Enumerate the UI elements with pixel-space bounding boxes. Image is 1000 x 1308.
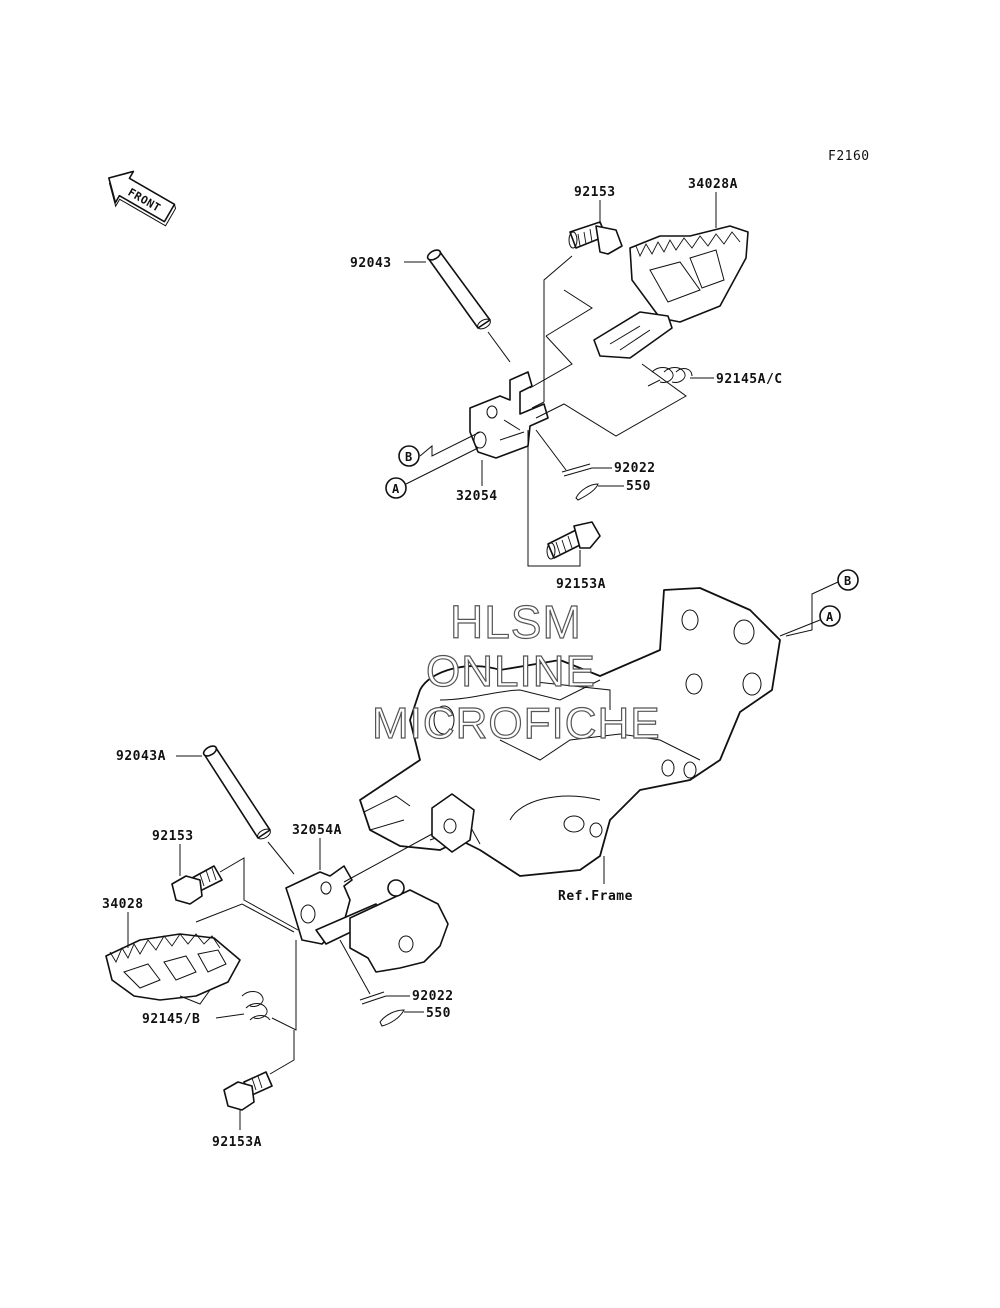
label-washer-lower: 92022 xyxy=(412,989,454,1004)
pin-lower xyxy=(202,745,271,840)
label-frame-reference: Ref.Frame xyxy=(558,889,633,904)
cotter-pin-lower xyxy=(379,1009,405,1027)
watermark-line1: HLSM xyxy=(450,596,582,648)
footpeg-upper xyxy=(593,225,749,359)
label-bolt-upper: 92153 xyxy=(574,185,616,200)
svg-text:A: A xyxy=(392,482,400,496)
callout-a-upper: A xyxy=(385,477,407,499)
front-direction-arrow-icon: FRONT xyxy=(108,170,177,227)
bolt-upper xyxy=(568,221,623,255)
pin-upper xyxy=(426,249,491,330)
callout-b-upper: B xyxy=(398,445,420,467)
label-pin-lower: 92043A xyxy=(116,749,166,764)
label-footpeg-upper: 34028A xyxy=(688,177,738,192)
bracket-plate-lower xyxy=(349,879,449,973)
label-washer-upper: 92022 xyxy=(614,461,656,476)
spring-upper xyxy=(647,367,693,387)
washer-lower xyxy=(359,991,387,1005)
washer-upper xyxy=(561,463,593,477)
label-cotter-pin-upper: 550 xyxy=(626,479,651,494)
svg-text:A: A xyxy=(826,610,834,624)
watermark-line3: MICROFICHE xyxy=(372,699,661,748)
label-footpeg-lower: 34028 xyxy=(102,897,144,912)
label-bracket-lower: 32054A xyxy=(292,823,342,838)
frame xyxy=(359,587,781,877)
label-cotter-pin-lower: 550 xyxy=(426,1006,451,1021)
label-pin-upper: 92043 xyxy=(350,256,392,271)
svg-text:B: B xyxy=(405,450,413,464)
bolt-lower xyxy=(171,865,223,905)
label-bolt-lower: 92153 xyxy=(152,829,194,844)
callout-b-right: B xyxy=(837,569,859,591)
label-lower-bolt-upper: 92153A xyxy=(556,577,606,592)
watermark-line2: ONLINE xyxy=(426,647,596,696)
spring-lower xyxy=(241,991,271,1021)
label-spring-lower: 92145/B xyxy=(142,1012,200,1027)
watermark: HLSM ONLINE MICROFICHE xyxy=(371,595,661,748)
cotter-pin-upper xyxy=(575,483,599,501)
lower-bolt-upper xyxy=(546,521,601,560)
label-bracket-upper: 32054 xyxy=(456,489,498,504)
figure-code: F2160 xyxy=(828,149,870,164)
label-spring-upper: 92145A/C xyxy=(716,372,783,387)
callout-a-right: A xyxy=(819,605,841,627)
footpeg-lower xyxy=(105,933,241,1005)
label-lower-bolt-lower: 92153A xyxy=(212,1135,262,1150)
lower-bolt-lower xyxy=(223,1071,273,1111)
svg-text:B: B xyxy=(844,574,852,588)
